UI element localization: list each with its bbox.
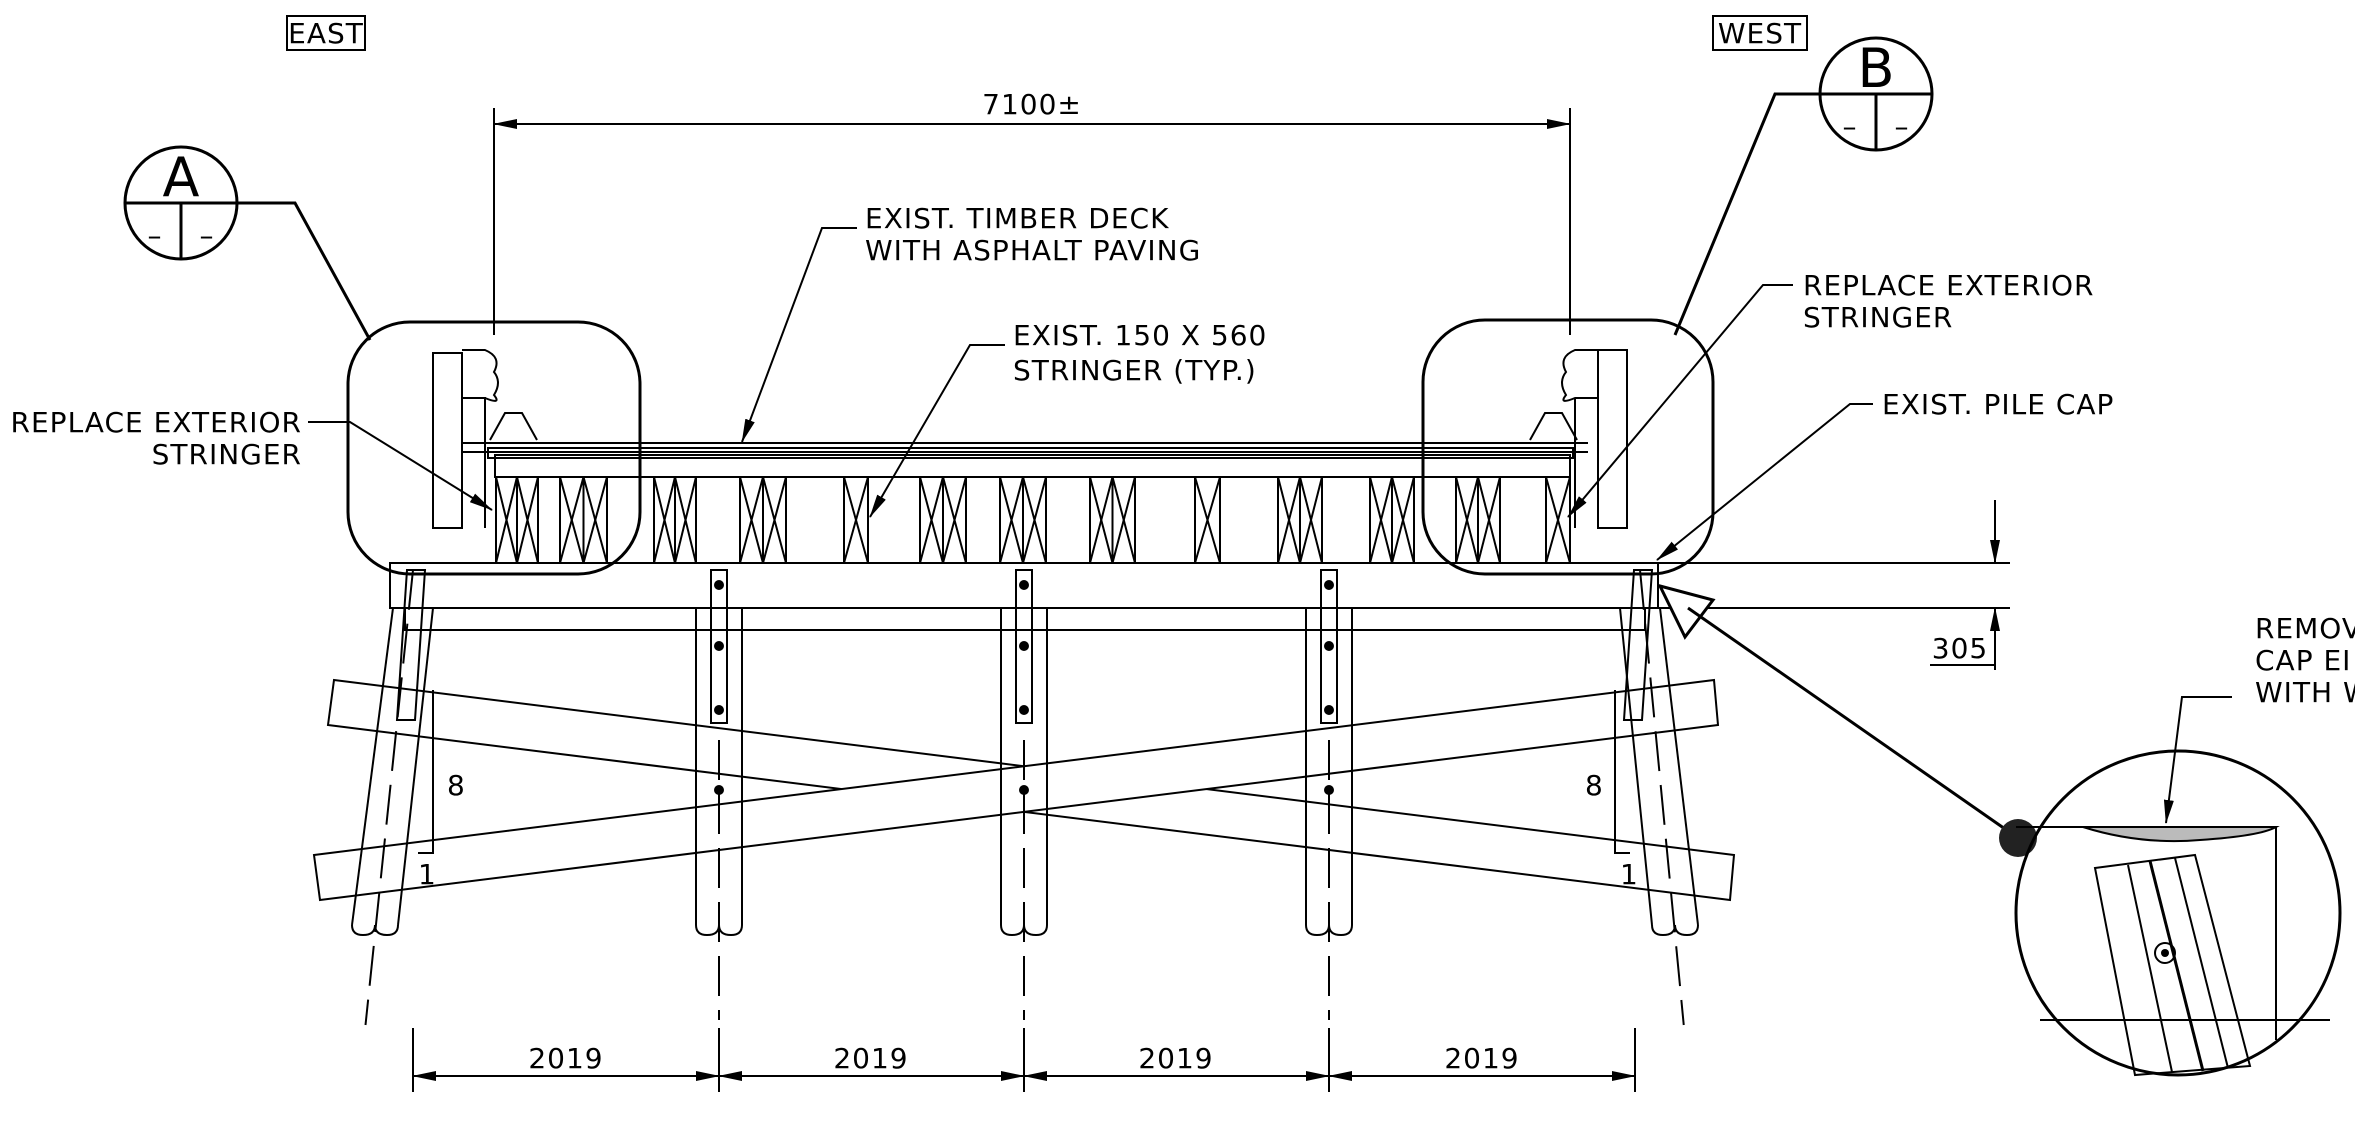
callout-leaders bbox=[308, 227, 1873, 561]
cap-depth-dimension bbox=[1658, 500, 2010, 670]
stringer-6 bbox=[919, 476, 967, 564]
batter-right bbox=[1614, 690, 1630, 854]
stringer-8 bbox=[1089, 476, 1136, 564]
cross-bracing bbox=[312, 678, 1736, 902]
span-1-value: 2019 bbox=[528, 1042, 603, 1075]
pile-cap-callout: EXIST. PILE CAP bbox=[1882, 388, 2114, 421]
stringer-callout-line2: STRINGER (TYP.) bbox=[1013, 354, 1257, 387]
pile-5 bbox=[1619, 569, 1699, 1026]
deck-callout-line2: WITH ASPHALT PAVING bbox=[865, 234, 1201, 267]
west-label: WEST bbox=[1712, 15, 1808, 51]
pile-2 bbox=[695, 569, 743, 1020]
section-marker-b-letter: B bbox=[1857, 37, 1894, 100]
pile-1 bbox=[351, 569, 434, 1026]
section-marker-b-sub-right: – bbox=[1895, 110, 1910, 143]
stringer-4 bbox=[739, 476, 787, 564]
stringer-5 bbox=[843, 476, 869, 564]
stringer-12 bbox=[1455, 476, 1501, 564]
detail-bubble-b[interactable] bbox=[1421, 318, 1715, 576]
remove-callout-line3: WITH W bbox=[2255, 676, 2355, 709]
stringer-10 bbox=[1277, 476, 1323, 564]
section-marker-a[interactable] bbox=[123, 145, 372, 341]
replace-left-callout-line2: STRINGER bbox=[152, 438, 302, 471]
batter-right-rise: 8 bbox=[1585, 769, 1604, 802]
span-2-value: 2019 bbox=[833, 1042, 908, 1075]
overall-dimension-value: 7100± bbox=[982, 88, 1082, 121]
replace-right-callout-line1: REPLACE EXTERIOR bbox=[1803, 269, 2094, 302]
stringer-7 bbox=[999, 476, 1047, 564]
section-marker-b[interactable] bbox=[1673, 36, 1934, 336]
replace-left-callout-line1: REPLACE EXTERIOR bbox=[11, 406, 302, 439]
stringer-group bbox=[495, 476, 1571, 564]
east-label-text: EAST bbox=[288, 17, 364, 50]
pile-3 bbox=[1000, 569, 1048, 1020]
stringer-callout-line1: EXIST. 150 X 560 bbox=[1013, 319, 1267, 352]
detail-bubble-a[interactable] bbox=[346, 320, 642, 576]
section-cut-marker bbox=[1657, 583, 1716, 640]
pile-group bbox=[351, 569, 1699, 1026]
section-marker-a-sub-right: – bbox=[200, 219, 215, 252]
overall-dimension bbox=[493, 108, 1571, 335]
replace-right-callout-line2: STRINGER bbox=[1803, 301, 1953, 334]
batter-left-run: 1 bbox=[418, 858, 437, 891]
span-4-value: 2019 bbox=[1444, 1042, 1519, 1075]
deck-callout-line1: EXIST. TIMBER DECK bbox=[865, 202, 1169, 235]
batter-left-rise: 8 bbox=[447, 769, 466, 802]
stringer-3 bbox=[653, 476, 697, 564]
stringer-9 bbox=[1194, 476, 1221, 564]
stringer-13 bbox=[1545, 476, 1571, 564]
section-marker-a-letter: A bbox=[163, 146, 200, 209]
timber-deck bbox=[462, 442, 1588, 478]
section-marker-a-sub-left: – bbox=[148, 219, 163, 252]
cap-depth-value: 305 bbox=[1932, 632, 1988, 665]
right-curb bbox=[1529, 349, 1628, 529]
section-marker-b-sub-left: – bbox=[1843, 110, 1858, 143]
remove-detail[interactable] bbox=[1687, 606, 2342, 1077]
span-3-value: 2019 bbox=[1138, 1042, 1213, 1075]
east-label: EAST bbox=[286, 15, 366, 51]
stringer-11 bbox=[1369, 476, 1415, 564]
batter-right-run: 1 bbox=[1620, 858, 1639, 891]
batter-left bbox=[418, 690, 434, 854]
span-dimensions bbox=[412, 1028, 1636, 1092]
west-label-text: WEST bbox=[1718, 17, 1802, 50]
remove-callout-line2: CAP EI bbox=[2255, 644, 2351, 677]
stringer-1 bbox=[495, 476, 539, 564]
left-curb bbox=[432, 349, 538, 529]
pile-4 bbox=[1305, 569, 1353, 1020]
stringer-2 bbox=[559, 476, 608, 564]
remove-callout-line1: REMOV bbox=[2255, 612, 2355, 645]
